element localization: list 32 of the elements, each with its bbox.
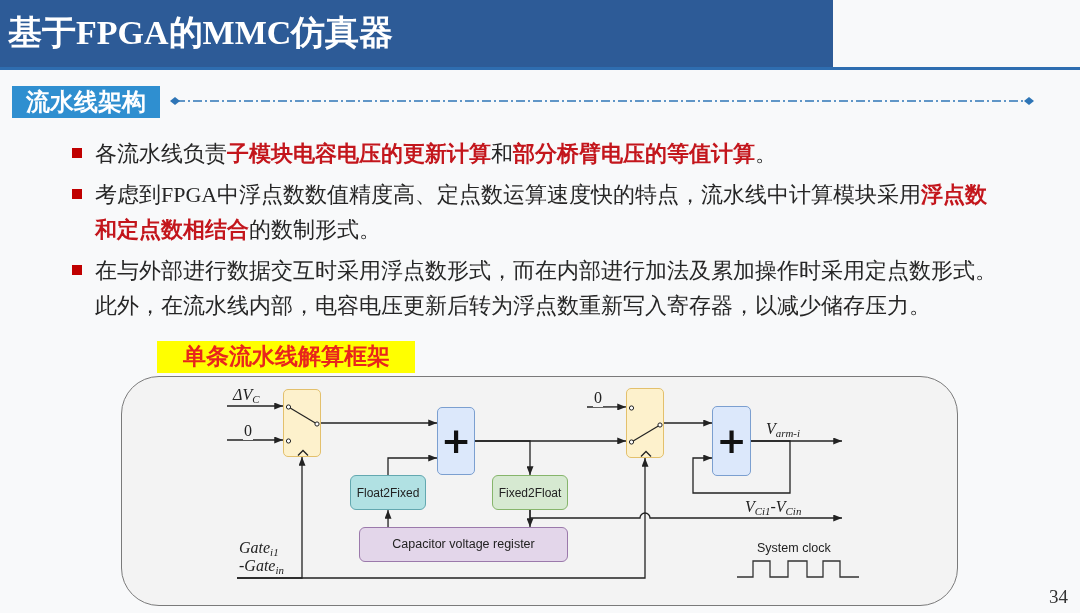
edge-label: V$_{arm-i}$	[765, 420, 801, 438]
edge-label: 0	[593, 389, 603, 407]
arrow	[586, 403, 627, 411]
edge-label: V$_{Ci1}$-V$_{Cin}$	[744, 498, 803, 516]
frame-heading: 单条流水线解算框架	[157, 341, 415, 373]
arrow	[320, 419, 438, 427]
arrow	[226, 402, 284, 410]
section-heading: 流水线架构	[12, 86, 160, 118]
switch-block	[626, 388, 664, 458]
page-title: 基于FPGA的MMC仿真器	[8, 13, 394, 53]
arrow	[236, 457, 649, 579]
bullet-paragraph: 考虑到FPGA中浮点数数值精度高、定点数运算速度快的特点，流水线中计算模块采用浮点数和定点数相结合的数制形式。	[95, 180, 989, 244]
page-number: 34	[1049, 586, 1068, 608]
converter-block: Fixed2Float	[492, 475, 568, 510]
adder-block: +	[712, 406, 751, 476]
arrow	[474, 440, 534, 476]
register-block: Capacitor voltage register	[359, 527, 568, 562]
bullet-paragraph: 在与外部进行数据交互时采用浮点数形式，而在内部进行加法及累加操作时采用定点数形式。此外，在流水线内部，电容电压更新后转为浮点数重新写入寄存器，以减少储存压力。	[95, 256, 998, 320]
arrow	[387, 454, 438, 476]
switch-block	[283, 389, 321, 457]
arrow	[226, 436, 284, 444]
diagram-frame	[121, 341, 958, 606]
edge-label: 0	[243, 422, 253, 440]
converter-block: Float2Fixed	[350, 475, 426, 510]
arrow	[663, 419, 713, 427]
bullet-paragraph: 各流水线负责子模块电容电压的更新计算和部分桥臂电压的等值计算。	[95, 139, 778, 168]
arrow	[384, 509, 392, 528]
adder-block: +	[437, 407, 475, 475]
arrow	[529, 509, 843, 522]
clock-label: System clock	[757, 540, 831, 556]
edge-label: ΔV$_{C}$	[232, 386, 261, 404]
arrow	[692, 440, 791, 494]
